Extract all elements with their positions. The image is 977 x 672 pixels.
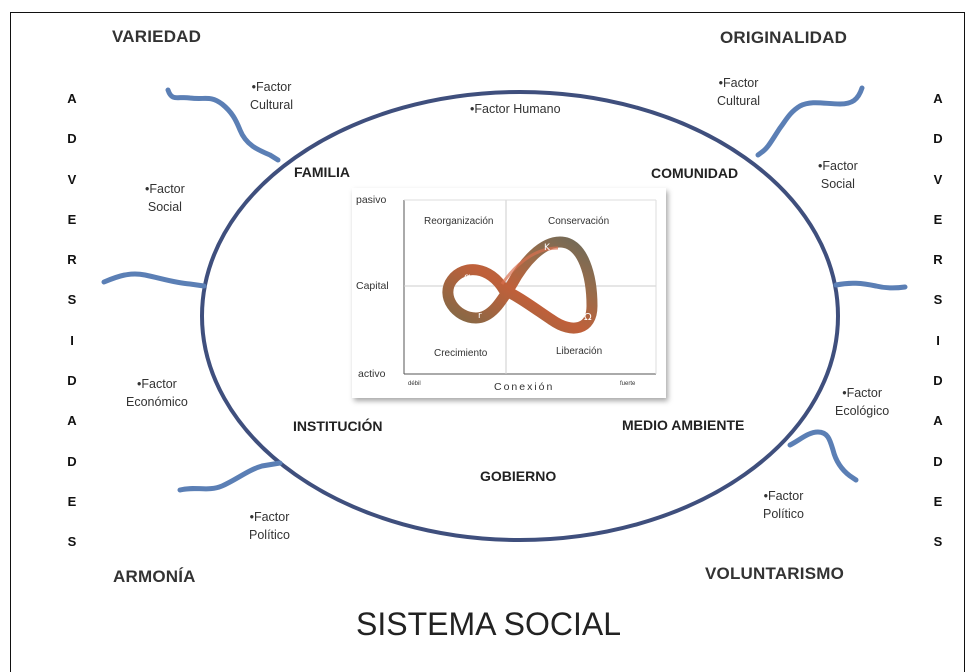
letter: E bbox=[67, 493, 77, 509]
factor-ecologico: •Factor Ecológico bbox=[835, 384, 889, 420]
letter: I bbox=[70, 332, 74, 348]
adaptive-cycle-loop bbox=[442, 236, 598, 334]
factor-economico: •Factor Económico bbox=[126, 375, 188, 411]
letter: E bbox=[933, 493, 943, 509]
letter: D bbox=[67, 131, 77, 147]
institution-medio-ambiente: MEDIO AMBIENTE bbox=[622, 417, 745, 433]
factor-line: •Factor bbox=[763, 489, 804, 503]
factor-line: •Factor bbox=[718, 76, 759, 90]
greek-k: K bbox=[544, 243, 551, 253]
letter: D bbox=[933, 453, 943, 469]
letter: A bbox=[67, 413, 77, 429]
letter: S bbox=[67, 292, 77, 308]
factor-politico-right: •Factor Político bbox=[763, 487, 804, 523]
x-label-conexion: Conexión bbox=[494, 381, 555, 393]
letter: A bbox=[933, 91, 943, 106]
greek-r: r bbox=[478, 311, 482, 321]
letter: S bbox=[933, 534, 943, 550]
letter: E bbox=[933, 211, 943, 227]
institution-familia: FAMILIA bbox=[294, 164, 350, 180]
greek-alpha: α bbox=[464, 272, 471, 283]
letter: S bbox=[67, 534, 77, 550]
wave-mid-left bbox=[101, 271, 207, 289]
factor-cultural-left: •Factor Cultural bbox=[250, 78, 293, 114]
factor-social-right: •Factor Social bbox=[818, 157, 858, 193]
wave-top-right bbox=[755, 85, 865, 158]
wave-bottom-right bbox=[787, 429, 859, 483]
letter: D bbox=[67, 453, 77, 469]
institution-institucion: INSTITUCIÓN bbox=[293, 418, 383, 434]
letter: A bbox=[67, 91, 77, 106]
x-label-fuerte: fuerte bbox=[620, 381, 636, 387]
page-title: SISTEMA SOCIAL bbox=[356, 606, 621, 642]
letter: D bbox=[933, 131, 943, 147]
letter: D bbox=[67, 373, 77, 389]
factor-line: •Factor bbox=[842, 386, 882, 400]
factor-line: Cultural bbox=[717, 94, 761, 108]
letter: D bbox=[933, 373, 943, 389]
adaptive-cycle-graphic: α r K Ω bbox=[403, 199, 657, 375]
letter: V bbox=[933, 171, 943, 187]
factor-line: •Factor bbox=[818, 159, 858, 173]
factor-line: Cultural bbox=[250, 98, 294, 112]
adversidades-left: A D V E R S I D A D E S bbox=[62, 89, 82, 573]
greek-omega: Ω bbox=[584, 312, 592, 323]
quadrant-liberacion: Liberación bbox=[556, 346, 603, 357]
letter: V bbox=[67, 171, 77, 187]
letter: R bbox=[67, 252, 77, 268]
letter: E bbox=[67, 211, 77, 227]
factor-line: •Factor bbox=[249, 510, 290, 524]
y-label-activo: activo bbox=[358, 368, 386, 380]
social-system-ellipse bbox=[200, 90, 840, 542]
factor-line: Social bbox=[147, 200, 182, 214]
corner-armonia: ARMONÍA bbox=[113, 567, 196, 586]
adaptive-cycle-ribbon bbox=[500, 246, 559, 285]
factor-line: Político bbox=[763, 507, 804, 521]
quadrant-reorganizacion: Reorganización bbox=[424, 216, 494, 227]
factor-cultural-right: •Factor Cultural bbox=[717, 74, 760, 110]
corner-variedad: VARIEDAD bbox=[112, 27, 202, 46]
quadrant-crecimiento: Crecimiento bbox=[434, 348, 488, 359]
wave-bottom-left bbox=[177, 460, 283, 493]
x-label-debil: débil bbox=[408, 381, 421, 387]
y-label-pasivo: pasivo bbox=[356, 194, 387, 206]
factor-humano: •Factor Humano bbox=[470, 102, 561, 116]
institution-gobierno: GOBIERNO bbox=[480, 468, 557, 484]
adaptive-cycle-panel: α r K Ω pasivo Capital activo Reorganiza… bbox=[352, 188, 666, 398]
factor-politico-left: •Factor Político bbox=[249, 508, 290, 544]
adversidades-right: A D V E R S I D A D E S bbox=[928, 89, 948, 573]
wave-top-left bbox=[165, 87, 281, 163]
factor-line: •Factor bbox=[145, 182, 185, 196]
factor-line: Social bbox=[820, 177, 855, 191]
page-frame bbox=[10, 12, 965, 672]
factor-line: •Factor bbox=[137, 377, 177, 391]
factor-social-left: •Factor Social bbox=[145, 180, 185, 216]
y-label-capital: Capital bbox=[356, 280, 389, 292]
wave-mid-right bbox=[833, 280, 908, 291]
factor-line: Político bbox=[249, 528, 290, 542]
quadrant-conservacion: Conservación bbox=[548, 216, 610, 227]
factor-line: Ecológico bbox=[835, 404, 890, 418]
institution-comunidad: COMUNIDAD bbox=[651, 165, 739, 181]
factor-line: •Factor bbox=[251, 80, 292, 94]
letter: S bbox=[933, 292, 943, 308]
diagram-canvas bbox=[101, 85, 908, 542]
corner-originalidad: ORIGINALIDAD bbox=[720, 28, 848, 47]
corner-voluntarismo: VOLUNTARISMO bbox=[705, 564, 845, 583]
letter: A bbox=[933, 413, 943, 429]
letter: I bbox=[936, 332, 940, 348]
letter: R bbox=[933, 252, 943, 268]
factor-line: Económico bbox=[126, 395, 188, 409]
